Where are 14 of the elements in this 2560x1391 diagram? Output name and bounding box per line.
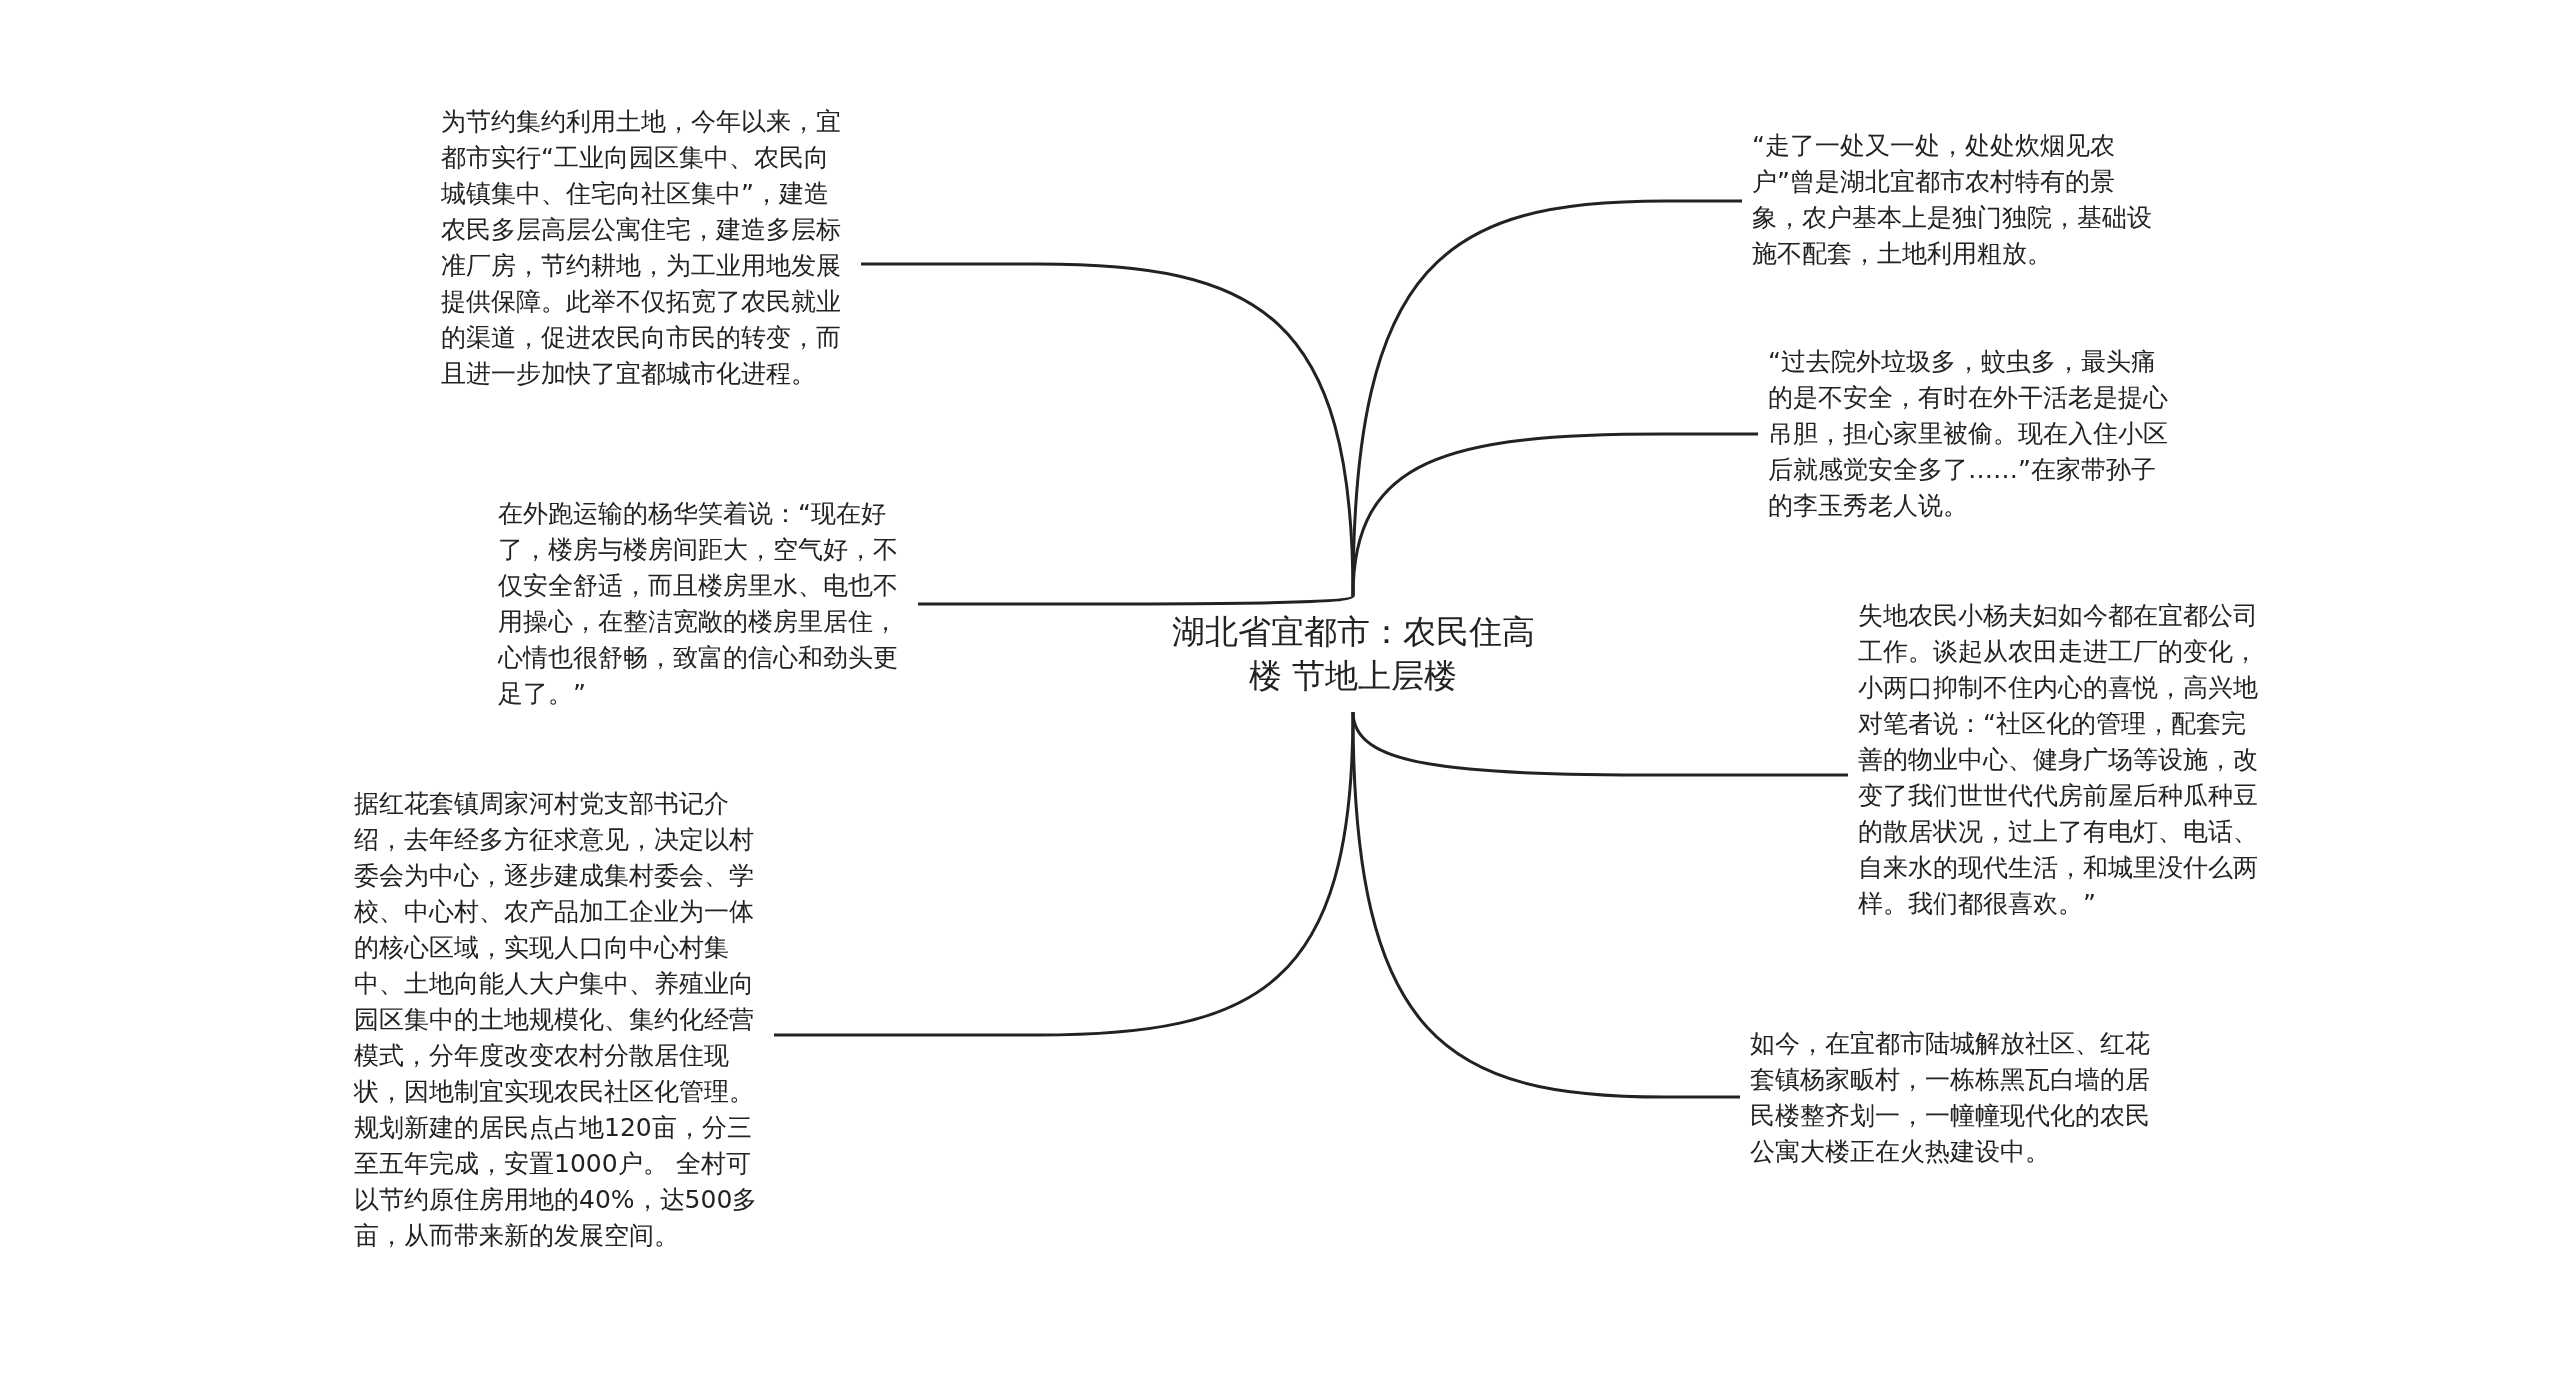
topic-text: 如今，在宜都市陆城解放社区、红花套镇杨家畈村，一栋栋黑瓦白墙的居民楼整齐划一，一幢幢现代化的农民公寓大楼正在火热建设中。 [1750,1026,2162,1170]
central-topic: 湖北省宜都市：农民住高楼 节地上层楼 [1162,598,1544,710]
topic-text: 据红花套镇周家河村党支部书记介绍，去年经多方征求意见，决定以村委会为中心，逐步建成集村委会、学校、中心村、农产品加工企业为一体的核心区域，实现人口向中心村集中、土地向能人大户集中、养殖业向园区集中的土地规模化、集约化经营模式，分年度改变农村分散居住现状，因地制宜实现农民社区化管理。规划新建的居民点占地120亩，分三至五年完成，安置1000户。 全村可以节约原住房用地的40%，达500多亩，从而带来新的发展空间。 [354,786,764,1254]
topic-text: 失地农民小杨夫妇如今都在宜都公司工作。谈起从农田走进工厂的变化，小两口抑制不住内心的喜悦，高兴地对笔者说：“社区化的管理，配套完善的物业中心、健身广场等设施，改变了我们世世代代房前屋后种瓜种豆的散居状况，过上了有电灯、电话、自来水的现代生活，和城里没什么两样。我们都很喜欢。” [1858,598,2270,922]
branch-line [918,594,1354,606]
topic-text: 在外跑运输的杨华笑着说：“现在好了，楼房与楼房间距大，空气好，不仅安全舒适，而且楼房里水、电也不用操心，在整洁宽敞的楼房里居住，心情也很舒畅，致富的信心和劲头更足了。” [498,496,908,712]
branch-line [1351,199,1742,597]
branch-line [1351,432,1758,597]
topic-text: “走了一处又一处，处处炊烟见农户”曾是湖北宜都市农村特有的景象，农户基本上是独门独院，基础设施不配套，土地利用粗放。 [1752,128,2164,272]
topic-text: “过去院外垃圾多，蚊虫多，最头痛的是不安全，有时在外干活老是提心吊胆，担心家里被偷。现在入住小区后就感觉安全多了……”在家带孙子的李玉秀老人说。 [1768,344,2180,524]
topic-text: 为节约集约利用土地，今年以来，宜都市实行“工业向园区集中、农民向城镇集中、住宅向社区集中”，建造农民多层高层公寓住宅，建造多层标准厂房，节约耕地，为工业用地发展提供保障。此举不仅拓宽了农民就业的渠道，促进农民向市民的转变，而且进一步加快了宜都城市化进程。 [441,104,851,392]
branch-line [774,711,1355,1037]
branch-line [861,262,1355,597]
branch-line [1351,711,1740,1099]
